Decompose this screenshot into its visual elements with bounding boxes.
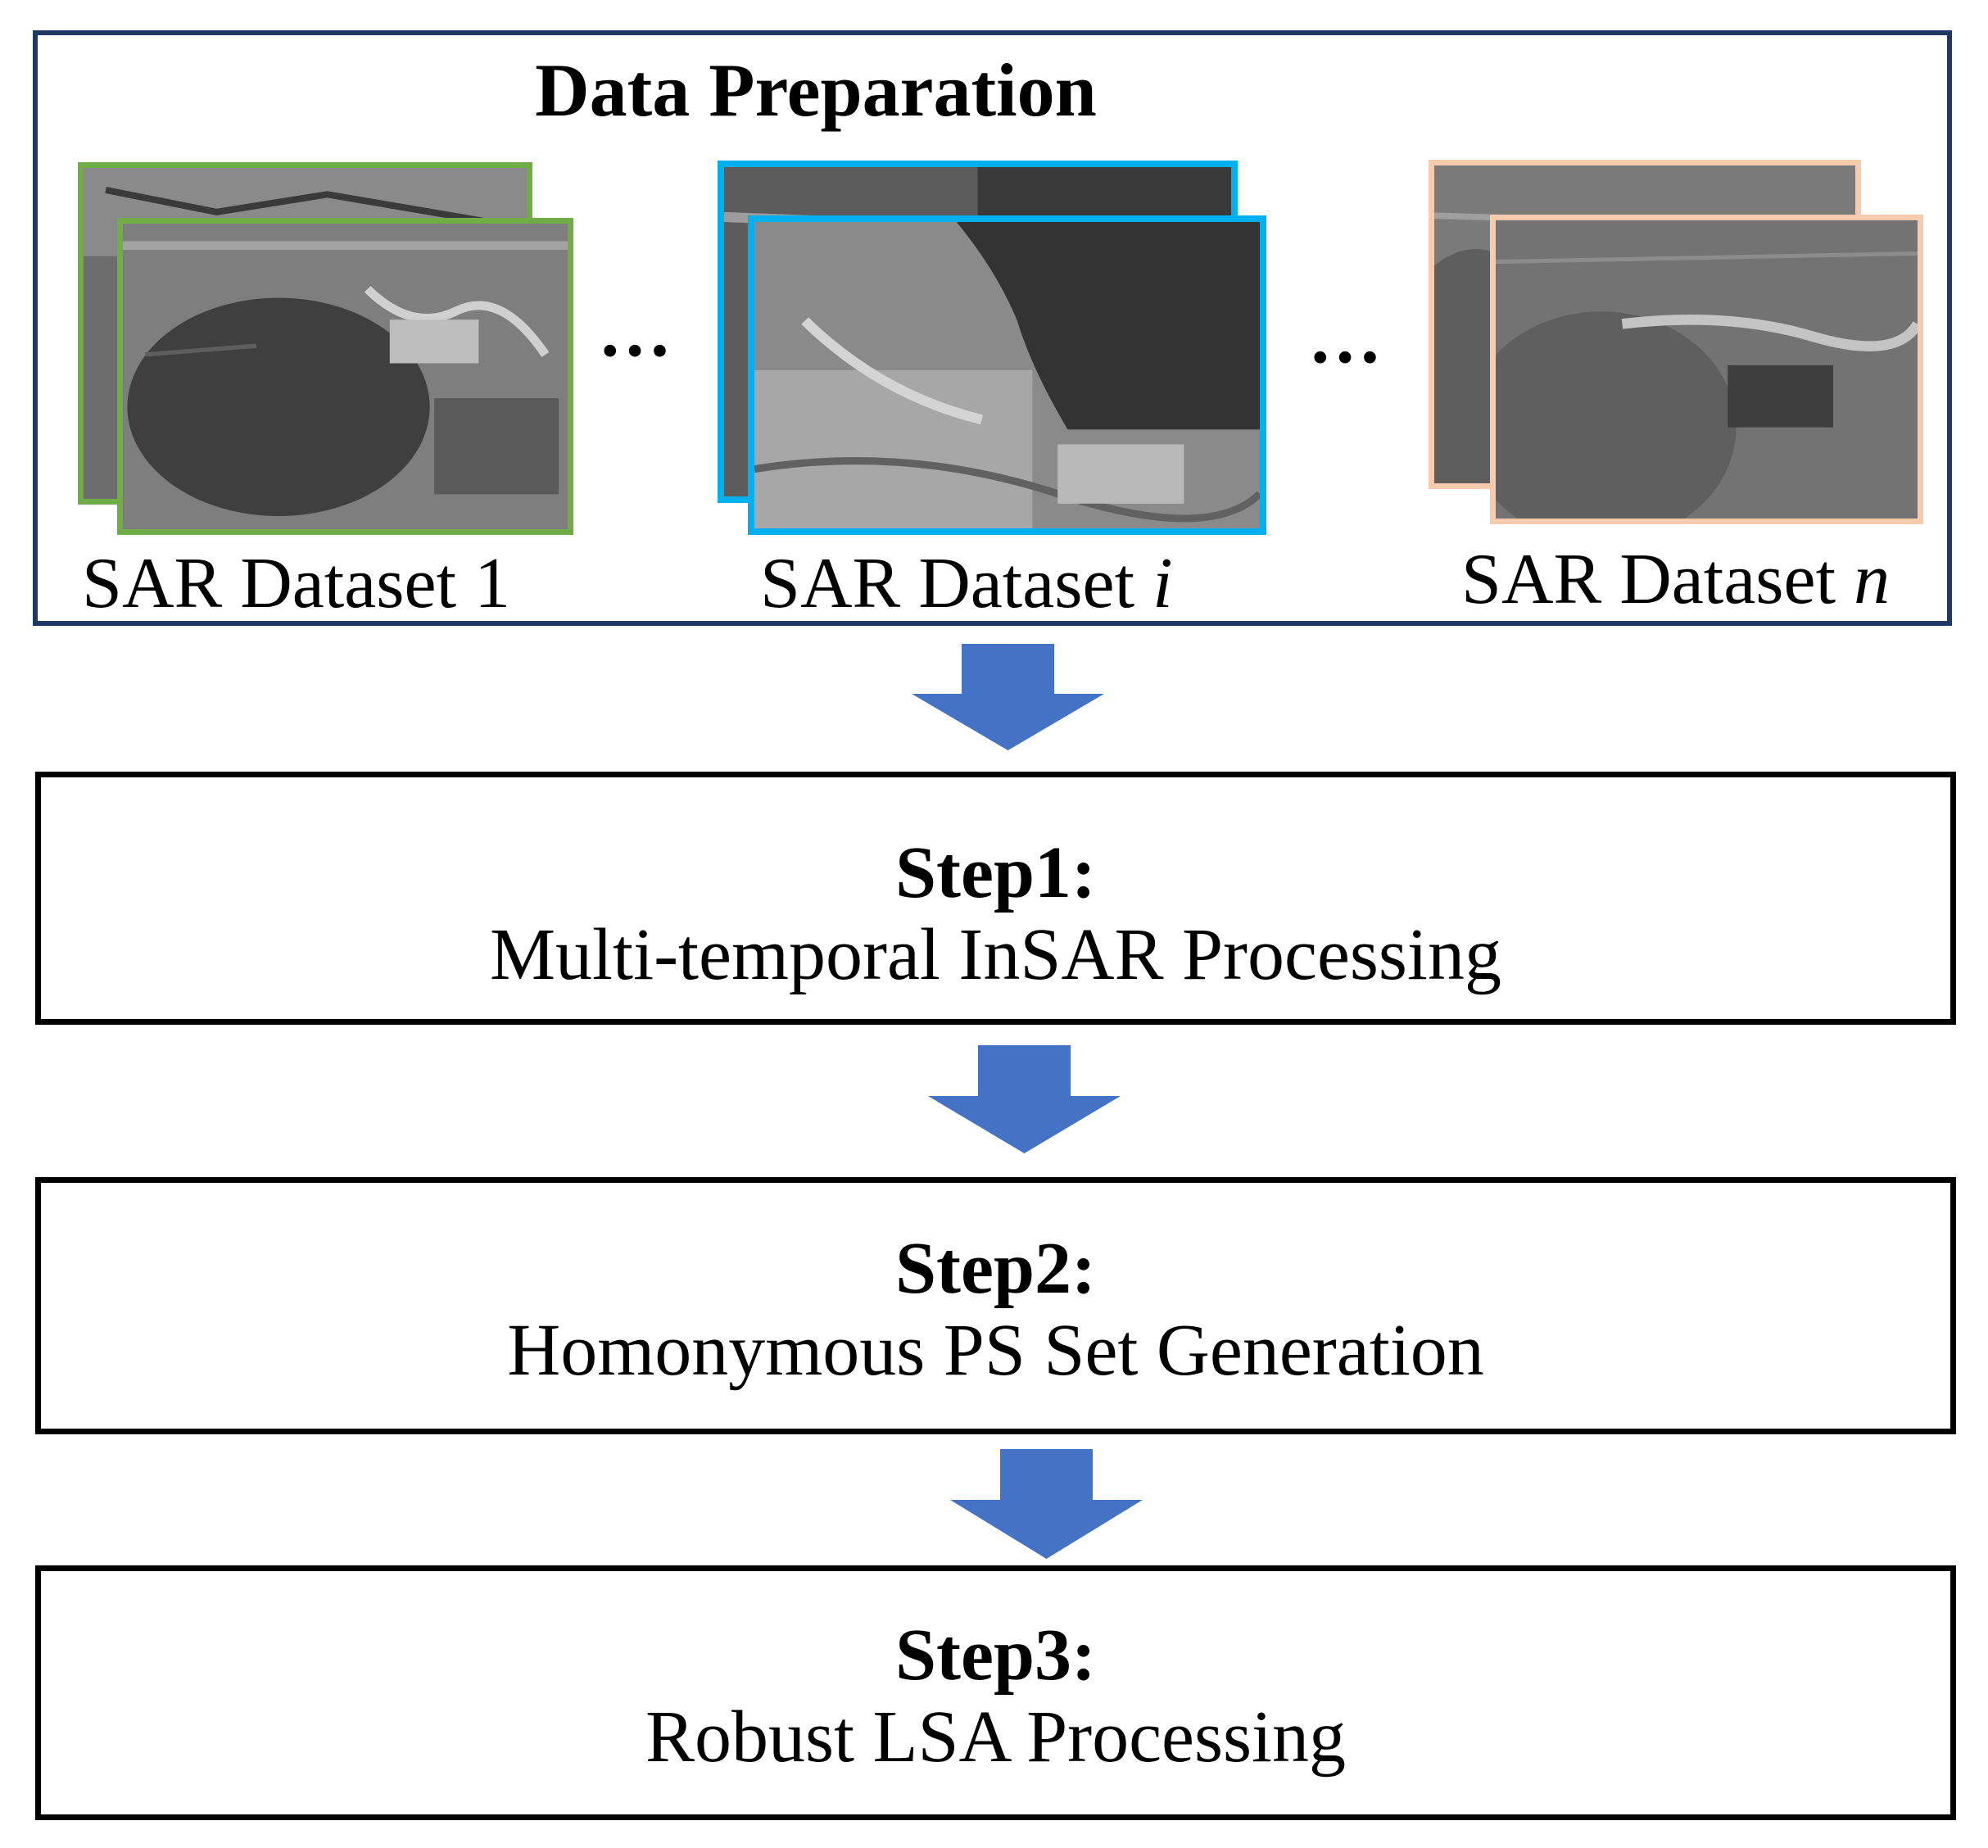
step-1-description: Multi-temporal InSAR Processing [490, 914, 1501, 995]
dataset-n-label-index: n [1854, 540, 1891, 619]
dataset-i-label-index: i [1152, 544, 1173, 623]
step-2-box: Step2: Homonymous PS Set Generation [35, 1177, 1956, 1434]
dataset-n-label: SAR Dataset n [1461, 541, 1890, 619]
ellipsis-2: … [1308, 297, 1385, 378]
down-arrow-2 [928, 1045, 1121, 1153]
dataset-1-label: SAR Dataset 1 [82, 545, 510, 623]
dataset-i-label: SAR Dataset i [760, 545, 1173, 623]
dataset-1-label-prefix: SAR Dataset [82, 544, 475, 623]
sar-image-dataset-i-front [748, 215, 1266, 535]
ellipsis-1: … [598, 291, 675, 372]
sar-image-dataset-1-front [117, 218, 573, 535]
dataset-n-label-prefix: SAR Dataset [1461, 540, 1854, 619]
dataset-i-label-prefix: SAR Dataset [760, 544, 1153, 623]
dataset-1-label-index: 1 [474, 544, 511, 623]
down-arrow-1 [912, 644, 1104, 750]
data-preparation-title: Data Preparation [535, 48, 1097, 132]
step-3-description: Robust LSA Processing [645, 1696, 1347, 1778]
step-1-box: Step1: Multi-temporal InSAR Processing [35, 772, 1956, 1025]
down-arrow-3 [950, 1449, 1143, 1559]
step-1-title: Step1: [895, 832, 1096, 913]
step-2-description: Homonymous PS Set Generation [507, 1310, 1484, 1391]
step-3-box: Step3: Robust LSA Processing [35, 1565, 1956, 1820]
data-preparation-panel [33, 30, 1952, 626]
step-3-title: Step3: [895, 1615, 1096, 1696]
sar-image-dataset-n-front [1490, 215, 1923, 524]
step-2-title: Step2: [895, 1228, 1096, 1309]
